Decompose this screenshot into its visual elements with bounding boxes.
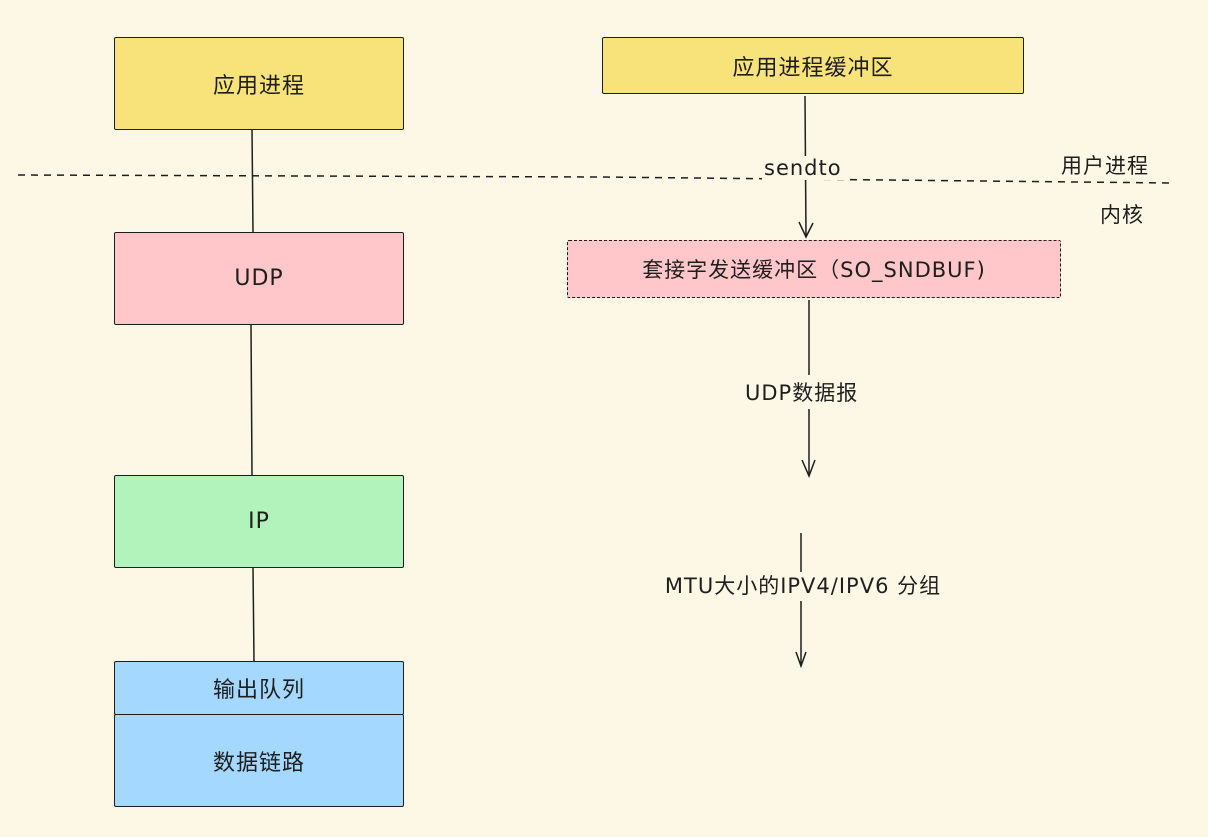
ip-label: IP [248,509,270,534]
udp-datagram-label: UDP数据报 [743,375,861,409]
socket-buffer-box: 套接字发送缓冲区（SO_SNDBUF) [567,240,1061,298]
data-link-box: 数据链路 [114,714,404,807]
output-queue-box: 输出队列 [114,661,404,715]
ip-box: IP [114,475,404,568]
connector-udp-ip [250,324,253,476]
socket-buffer-label: 套接字发送缓冲区（SO_SNDBUF) [642,258,986,282]
data-link-label: 数据链路 [212,750,305,776]
output-queue-label: 输出队列 [212,678,305,703]
user-kernel-divider [17,174,1173,184]
connector-ip-queue [252,567,255,662]
connector-app-udp [251,129,254,233]
user-space-label: 用户进程 [1061,154,1149,178]
app-process-box: 应用进程 [114,37,404,130]
sendto-label: sendto [762,156,844,180]
arrow-mtu-head [795,651,807,669]
app-buffer-label: 应用进程缓冲区 [732,55,894,81]
arrow-sendto-head [798,221,814,239]
udp-box: UDP [114,232,404,325]
arrow-datagram-head [801,459,816,478]
app-process-label: 应用进程 [212,73,305,99]
app-buffer-box: 应用进程缓冲区 [602,37,1024,94]
udp-label: UDP [234,266,284,291]
mtu-packet-label: MTU大小的IPV4/IPV6 分组 [650,572,956,601]
kernel-space-label: 内核 [1100,203,1144,227]
